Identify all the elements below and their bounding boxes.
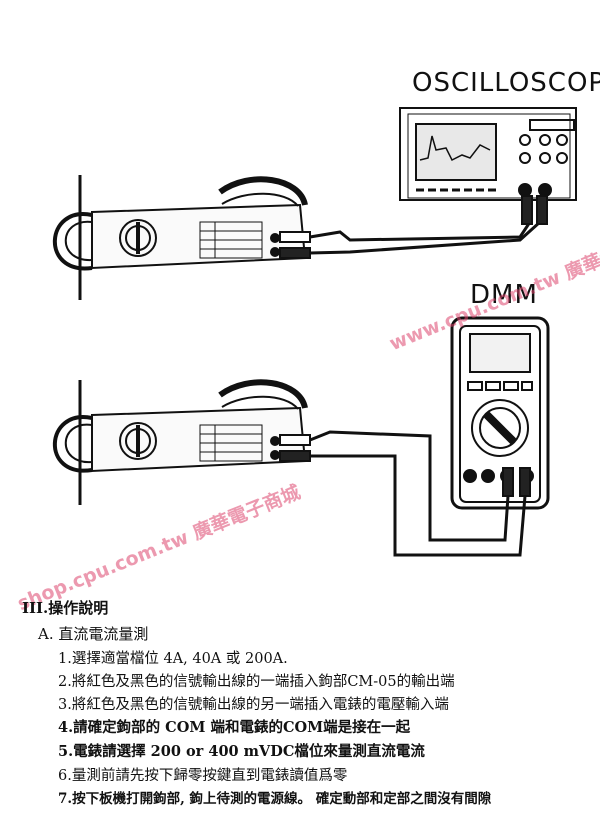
step-5: 5.電錶請選擇 200 or 400 mVDC檔位來量測直流電流	[58, 743, 425, 760]
step-1: 1.選擇適當檔位 4A, 40A 或 200A.	[58, 651, 288, 667]
step-6: 6.量測前請先按下歸零按鍵直到電錶讀值爲零	[58, 768, 348, 784]
oscilloscope-label: OSCILLOSCOPE	[412, 68, 600, 98]
cable-to-dmm	[309, 430, 527, 557]
step-7: 7.按下板機打開鉤部, 鉤上待測的電源線。 確定動部和定部之間沒有間隙	[58, 791, 492, 807]
cable-to-oscilloscope	[309, 220, 542, 255]
dmm-label: DMM	[470, 280, 538, 310]
subsection-title: A. 直流電流量測	[38, 625, 149, 643]
clamp-probe-bottom	[52, 379, 308, 505]
wiring-diagram	[52, 107, 577, 557]
clamp-probe-top	[52, 175, 308, 300]
section-title: III.操作說明	[22, 599, 109, 617]
step-3: 3.將紅色及黑色的信號輸出線的另一端插入電錶的電壓輸入端	[58, 697, 449, 713]
step-4: 4.請確定鉤部的 COM 端和電錶的COM端是接在一起	[58, 719, 411, 736]
dmm	[450, 316, 550, 510]
oscilloscope	[399, 107, 577, 225]
step-2: 2.將紅色及黑色的信號輸出線的一端插入鉤部CM-05的輸出端	[58, 674, 455, 690]
